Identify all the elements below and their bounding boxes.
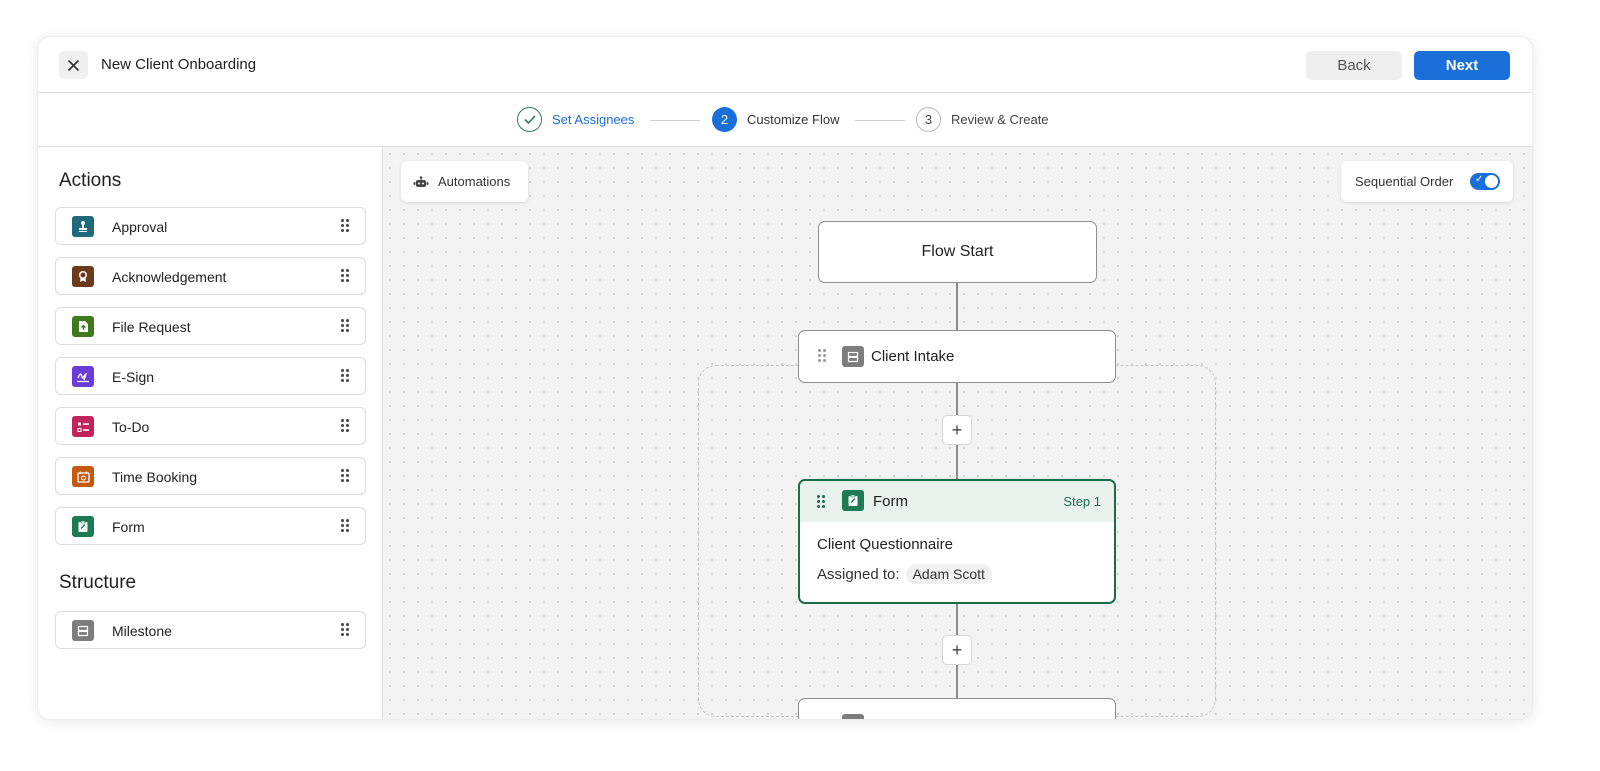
- form-step-node[interactable]: Form Step 1 Client Questionnaire Assigne…: [798, 479, 1116, 604]
- page-title: New Client Onboarding: [101, 56, 257, 73]
- check-icon: [517, 107, 542, 132]
- plus-icon: +: [951, 639, 963, 660]
- drag-handle-icon[interactable]: [341, 469, 349, 483]
- form-icon: [842, 490, 864, 511]
- step-number: 3: [916, 107, 941, 132]
- structure-heading: Structure: [59, 572, 137, 593]
- badge-icon: [72, 266, 94, 287]
- file-upload-icon: [72, 316, 94, 337]
- onboarding-window: New Client Onboarding Back Next Set Assi…: [38, 37, 1532, 719]
- form-node-header: Form Step 1: [800, 481, 1114, 522]
- drag-handle-icon[interactable]: [818, 349, 826, 363]
- sidebar-item-label: E-Sign: [112, 369, 155, 385]
- step-label: Review & Create: [951, 112, 1049, 127]
- plus-icon: +: [951, 419, 963, 440]
- step-number-label: Step 1: [1063, 494, 1101, 509]
- flow-start-label: Flow Start: [921, 243, 994, 260]
- sidebar-item-approval[interactable]: Approval: [55, 207, 366, 245]
- drag-handle-icon[interactable]: [341, 369, 349, 383]
- assigned-label: Assigned to:: [817, 565, 900, 583]
- flow-start-node[interactable]: Flow Start: [818, 221, 1097, 283]
- drag-handle-icon[interactable]: [341, 219, 349, 233]
- sidebar-item-form[interactable]: Form: [55, 507, 366, 545]
- form-icon: [72, 516, 94, 537]
- sidebar-item-label: Milestone: [112, 623, 172, 639]
- flow-canvas[interactable]: Automations Sequential Order ✓ Flow Star…: [383, 147, 1532, 719]
- check-icon: ✓: [1475, 174, 1484, 185]
- node-label: Client Intake: [871, 348, 955, 365]
- drag-handle-icon[interactable]: [817, 495, 825, 509]
- milestone-icon: [842, 714, 864, 719]
- sidebar-item-label: To-Do: [112, 419, 150, 435]
- drag-handle-icon[interactable]: [341, 519, 349, 533]
- checklist-icon: [72, 416, 94, 437]
- actions-heading: Actions: [59, 170, 122, 191]
- step-label: Customize Flow: [747, 112, 840, 127]
- assignee-chip[interactable]: Adam Scott: [905, 564, 992, 584]
- sidebar-item-label: Time Booking: [112, 469, 198, 485]
- next-button[interactable]: Next: [1414, 51, 1510, 80]
- sidebar-item-e-sign[interactable]: E-Sign: [55, 357, 366, 395]
- stamp-icon: [72, 216, 94, 237]
- automations-label: Automations: [438, 174, 511, 189]
- assignment-row: Assigned to: Adam Scott: [817, 564, 992, 584]
- drag-handle-icon[interactable]: [341, 269, 349, 283]
- drag-handle-icon[interactable]: [341, 319, 349, 333]
- sidebar-item-file-request[interactable]: File Request: [55, 307, 366, 345]
- sidebar-item-milestone[interactable]: Milestone: [55, 611, 366, 649]
- sidebar-item-time-booking[interactable]: Time Booking: [55, 457, 366, 495]
- sidebar-item-label: Form: [112, 519, 145, 535]
- sidebar: Actions Approval Acknowledgement File Re…: [38, 147, 383, 719]
- close-icon: [68, 59, 79, 71]
- sidebar-item-label: File Request: [112, 319, 191, 335]
- add-step-button[interactable]: +: [942, 635, 972, 665]
- drag-handle-icon[interactable]: [341, 419, 349, 433]
- step-customize-flow[interactable]: 2 Customize Flow: [712, 107, 839, 132]
- node-type-label: Form: [873, 493, 908, 510]
- step-number: 2: [712, 107, 737, 132]
- header: New Client Onboarding Back Next: [38, 37, 1532, 93]
- sidebar-item-acknowledgement[interactable]: Acknowledgement: [55, 257, 366, 295]
- back-button[interactable]: Back: [1306, 51, 1402, 80]
- sequential-order-label: Sequential Order: [1355, 174, 1454, 189]
- connector-line: [956, 283, 958, 330]
- calendar-icon: [72, 466, 94, 487]
- add-step-button[interactable]: +: [942, 415, 972, 445]
- form-title: Client Questionnaire: [817, 536, 953, 553]
- toggle-knob: [1485, 175, 1498, 188]
- step-connector: [650, 120, 700, 121]
- step-set-assignees[interactable]: Set Assignees: [517, 107, 634, 132]
- step-connector: [855, 120, 905, 121]
- step-review-create[interactable]: 3 Review & Create: [916, 107, 1049, 132]
- sequential-order-toggle[interactable]: ✓: [1470, 173, 1500, 190]
- milestone-icon: [842, 346, 864, 367]
- signature-icon: [72, 366, 94, 387]
- progress-stepper: Set Assignees 2 Customize Flow 3 Review …: [38, 93, 1532, 147]
- next-step-node[interactable]: [798, 698, 1116, 719]
- milestone-icon: [72, 620, 94, 641]
- sidebar-item-to-do[interactable]: To-Do: [55, 407, 366, 445]
- close-button[interactable]: [59, 51, 88, 79]
- step-label: Set Assignees: [552, 112, 635, 127]
- robot-icon: [413, 175, 429, 187]
- drag-handle-icon[interactable]: [341, 623, 349, 637]
- sidebar-item-label: Acknowledgement: [112, 269, 227, 285]
- milestone-node-client-intake[interactable]: Client Intake: [798, 330, 1116, 383]
- sidebar-item-label: Approval: [112, 219, 168, 235]
- sequential-order-control: Sequential Order ✓: [1341, 161, 1513, 202]
- automations-button[interactable]: Automations: [401, 161, 528, 202]
